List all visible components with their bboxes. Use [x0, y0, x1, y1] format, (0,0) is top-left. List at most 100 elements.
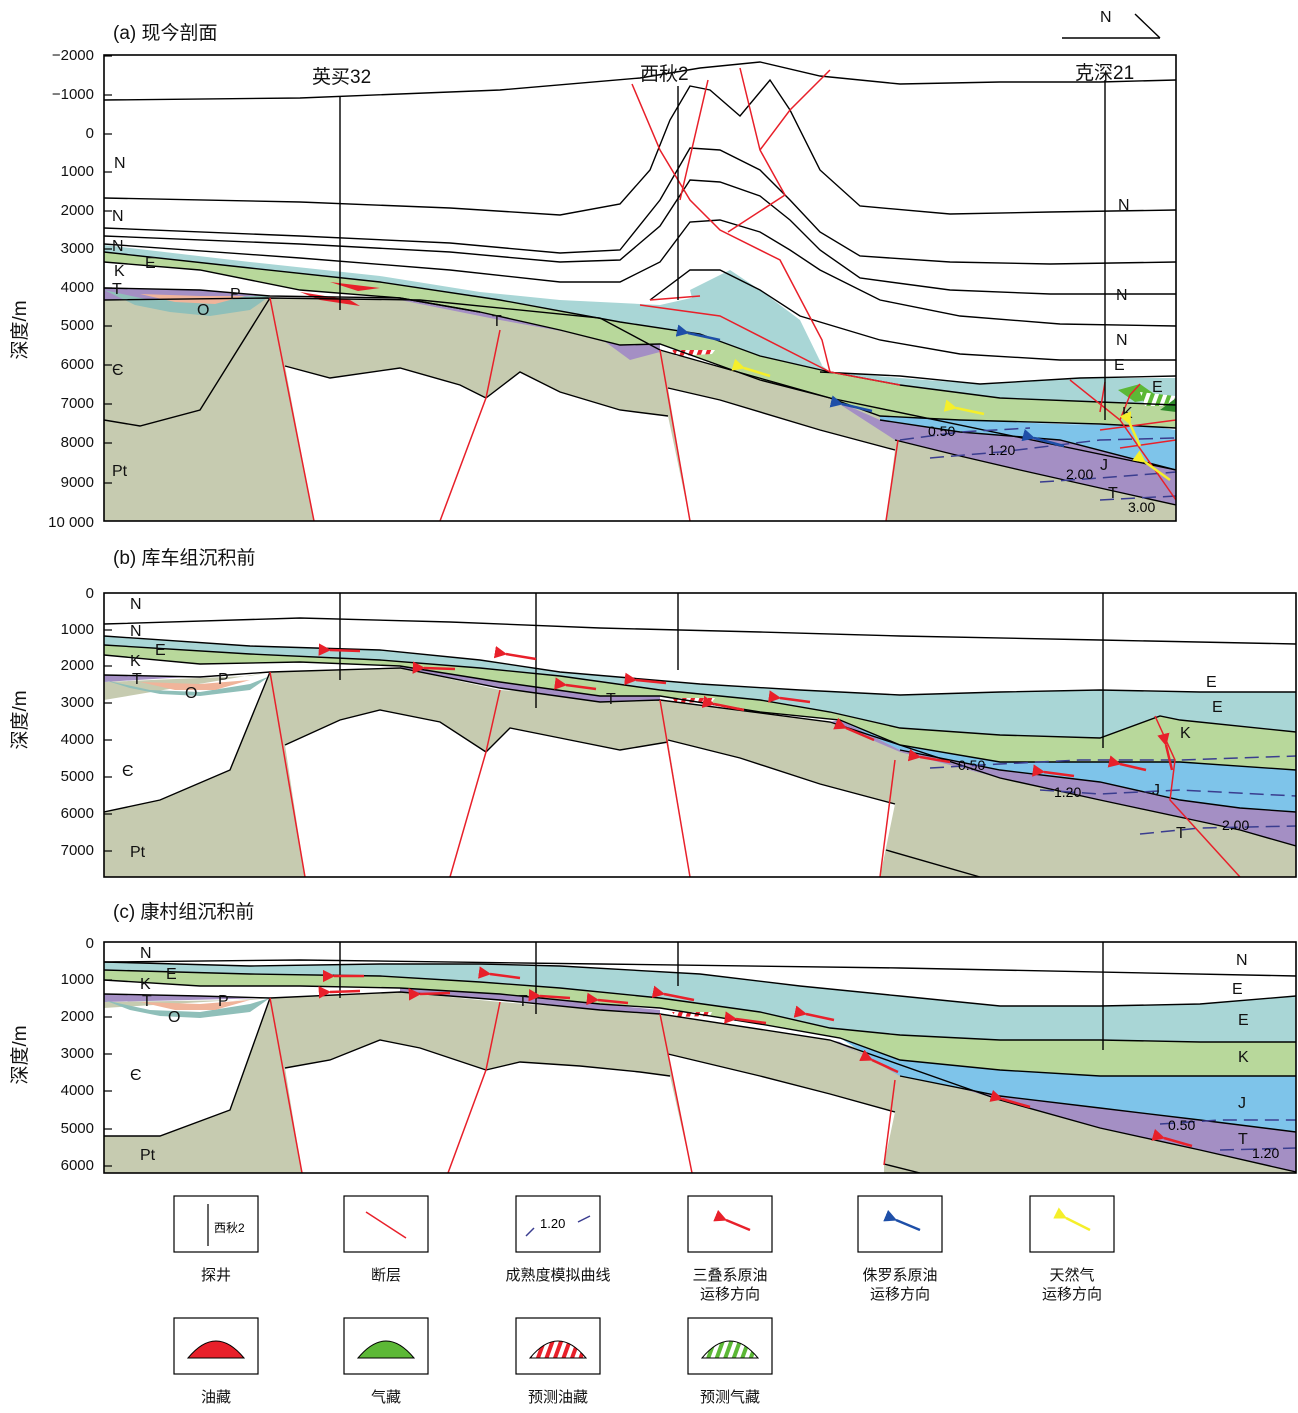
north-arrow: N — [1062, 9, 1161, 39]
panel-a-ticks — [104, 55, 112, 484]
panel-c-contour-labels: 0.50 1.20 — [1168, 1117, 1279, 1161]
y-tick: 6000 — [61, 1157, 94, 1174]
contour-label: 2.00 — [1222, 817, 1249, 833]
triassic-oil-arrow — [493, 645, 537, 661]
y-tick: 2000 — [61, 657, 94, 674]
north-label: N — [1100, 9, 1112, 26]
legend-item-gas: 天然气运移方向 — [1029, 1195, 1115, 1303]
stratum-label: E — [145, 255, 156, 272]
y-tick: −2000 — [52, 47, 94, 64]
y-tick: 6000 — [61, 805, 94, 822]
y-tick: 4000 — [61, 731, 94, 748]
y-tick: 1000 — [61, 163, 94, 180]
stratum-label: P — [230, 286, 241, 303]
y-tick: 3000 — [61, 1045, 94, 1062]
panel-c: (c) 康村组沉积前 深度/m 0 1000 2000 3000 4000 50… — [9, 901, 1297, 1174]
stratum-label: N — [130, 596, 142, 613]
panel-c-strata-labels: N E K T P O Є Pt T N E E K J T — [130, 945, 1249, 1164]
gas-arrow — [1132, 450, 1171, 482]
panel-a-migration-arrows — [675, 324, 1171, 482]
panel-b-ylabel: 深度/m — [9, 690, 31, 749]
y-tick: 3000 — [61, 694, 94, 711]
triassic-oil-arrow — [1151, 1128, 1193, 1148]
triassic-oil-arrow — [554, 677, 597, 691]
panel-b-contour-labels: 0.50 1.20 2.00 — [958, 757, 1249, 833]
stratum-label: T — [112, 281, 122, 298]
stratum-label: T — [1238, 1131, 1248, 1148]
legend-item-maturity-contour: 1.20 成熟度模拟曲线 — [505, 1195, 611, 1284]
stratum-label: N — [1116, 287, 1128, 304]
triassic-oil-arrow — [701, 695, 745, 712]
panel-b-yticks: 0 1000 2000 3000 4000 5000 6000 7000 — [61, 585, 94, 859]
stratum-label: T — [518, 993, 528, 1010]
stratum-label: N — [1118, 197, 1130, 214]
stratum-label: K — [130, 653, 141, 670]
stratum-label: Є — [130, 1067, 142, 1084]
panel-a-contour-labels: 0.50 1.20 2.00 3.00 — [928, 423, 1155, 515]
stratum-label: T — [492, 313, 502, 330]
gas-arrow — [943, 399, 985, 416]
stratum-label: J — [1152, 782, 1160, 799]
stratum-label: Pt — [112, 463, 128, 480]
stratum-label: T — [1176, 825, 1186, 842]
triassic-oil-arrow — [651, 985, 695, 1002]
triassic-oil-arrow — [1032, 764, 1075, 778]
panel-c-yticks: 0 1000 2000 3000 4000 5000 6000 — [61, 935, 94, 1174]
legend-well-sample: 西秋2 — [214, 1221, 245, 1235]
stratum-label: T — [142, 993, 152, 1010]
panel-c-ylabel: 深度/m — [9, 1025, 31, 1084]
gas-arrow — [731, 358, 771, 378]
y-tick: 0 — [86, 125, 94, 142]
gas-arrow — [1119, 411, 1142, 447]
legend-item-jurassic-oil: 侏罗系原油运移方向 — [857, 1195, 943, 1303]
legend-label: 成熟度模拟曲线 — [505, 1267, 610, 1284]
legend-contour-sample: 1.20 — [540, 1216, 565, 1231]
triassic-oil-arrow — [528, 989, 571, 1002]
triassic-oil-arrow — [1157, 732, 1174, 771]
stratum-label: N — [112, 238, 124, 255]
contour-label: 3.00 — [1128, 499, 1155, 515]
y-tick: 0 — [86, 935, 94, 952]
legend-label: 气藏 — [371, 1389, 401, 1406]
panel-b-ticks — [104, 629, 112, 852]
stratum-label: T — [132, 671, 142, 688]
stratum-label: Є — [112, 362, 124, 379]
panel-b-strata-labels: N N E K T P O Є Pt T E E K J T — [122, 596, 1223, 861]
contour-label: 1.20 — [988, 442, 1015, 458]
stratum-label: E — [166, 966, 177, 983]
stratum-label: E — [1232, 981, 1243, 998]
jurassic-oil-arrow — [675, 324, 721, 342]
panel-b-title: (b) 库车组沉积前 — [113, 547, 256, 569]
stratum-label: N — [130, 623, 142, 640]
stratum-label: K — [1180, 725, 1191, 742]
panel-a-yticks: −2000 −1000 0 1000 2000 3000 4000 5000 6… — [48, 47, 94, 531]
y-tick: 5000 — [61, 1120, 94, 1137]
y-tick: 7000 — [61, 395, 94, 412]
contour-label: 1.20 — [1054, 784, 1081, 800]
legend-item-oil-reservoir: 油藏 — [173, 1317, 259, 1406]
legend-item-gas-reservoir: 气藏 — [343, 1317, 429, 1406]
stratum-label: N — [114, 155, 126, 172]
stratum-label: T — [606, 691, 616, 708]
triassic-oil-arrow — [412, 661, 456, 674]
y-tick: 7000 — [61, 842, 94, 859]
stratum-label: O — [197, 302, 209, 319]
panel-c-title: (c) 康村组沉积前 — [113, 901, 254, 923]
triassic-oil-arrow — [408, 988, 451, 1001]
contour-label: 0.50 — [928, 423, 955, 439]
panel-a: (a) 现今剖面 深度/m −2000 −1000 0 1000 2000 30… — [9, 22, 1177, 531]
triassic-oil-arrow — [989, 1089, 1031, 1109]
panel-a-ylabel: 深度/m — [9, 300, 31, 359]
stratum-label: Pt — [140, 1147, 156, 1164]
panel-a-strata-labels: N N N E K T P O Є Pt T N N N E E K J T — [112, 155, 1163, 502]
y-tick: 5000 — [61, 317, 94, 334]
y-tick: 10 000 — [48, 514, 94, 531]
legend-label: 天然气运移方向 — [1042, 1267, 1102, 1303]
legend-item-fault: 断层 — [343, 1195, 429, 1284]
y-tick: 9000 — [61, 474, 94, 491]
y-tick: 0 — [86, 585, 94, 602]
y-tick: −1000 — [52, 86, 94, 103]
stratum-label: T — [1108, 485, 1118, 502]
y-tick: 1000 — [61, 621, 94, 638]
stratum-label: J — [1238, 1095, 1246, 1112]
